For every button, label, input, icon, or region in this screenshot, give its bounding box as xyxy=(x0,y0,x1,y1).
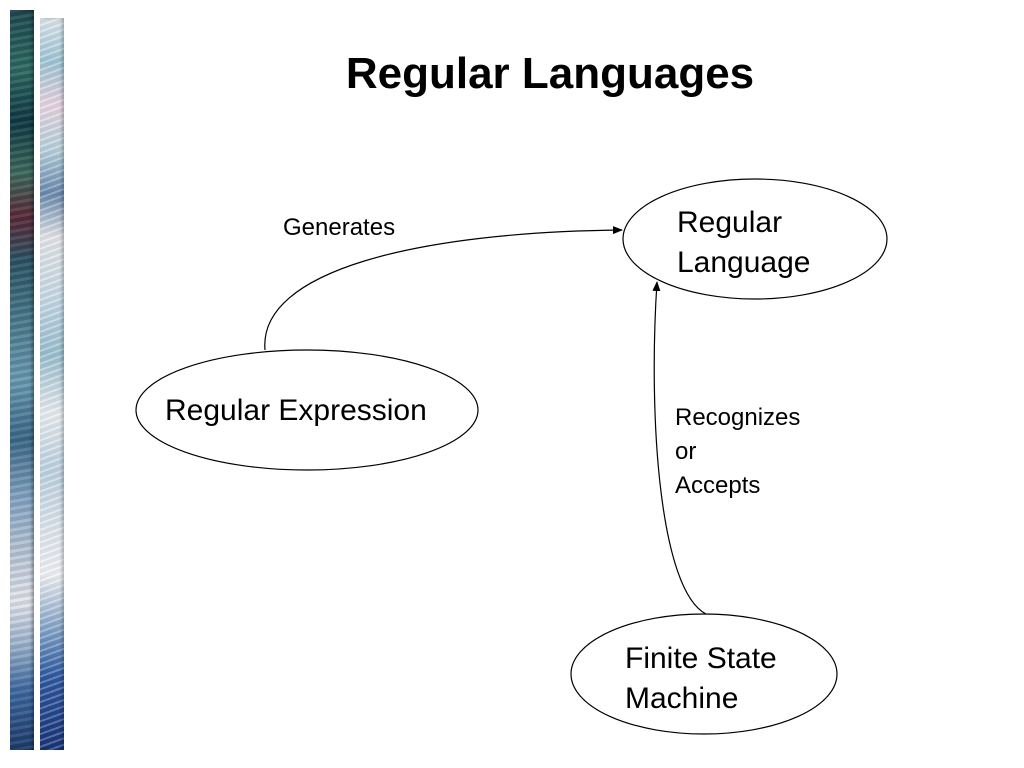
finite-state-machine-label-line-2: Machine xyxy=(625,682,739,715)
regular-expression-node xyxy=(135,349,479,471)
generates-arrow xyxy=(264,226,623,351)
recognizes-label: Recognizes or Accepts xyxy=(675,401,800,503)
generates-label: Generates xyxy=(283,211,395,245)
regular-expression-label: Regular Expression xyxy=(165,391,427,431)
regular-language-node xyxy=(622,178,888,300)
finite-state-machine-node xyxy=(570,613,838,735)
regular-language-label-line-1: Regular xyxy=(677,206,783,239)
decorative-strip-left xyxy=(10,10,34,750)
recognizes-arrow xyxy=(652,281,707,615)
decorative-strip-right xyxy=(40,18,64,750)
recognizes-label-line-2: or xyxy=(675,438,697,465)
generates-label-line-1: Generates xyxy=(283,214,396,241)
finite-state-machine-label-line-1: Finite State xyxy=(625,642,777,675)
finite-state-machine-label: Finite State Machine xyxy=(625,639,777,719)
regular-expression-label-line-1: Regular Expression xyxy=(165,394,427,427)
recognizes-label-line-3: Accepts xyxy=(675,472,761,499)
regular-language-label-line-2: Language xyxy=(677,246,811,279)
recognizes-label-line-1: Recognizes xyxy=(675,404,801,431)
slide-title: Regular Languages xyxy=(345,49,755,98)
regular-language-label: Regular Language xyxy=(677,203,810,283)
